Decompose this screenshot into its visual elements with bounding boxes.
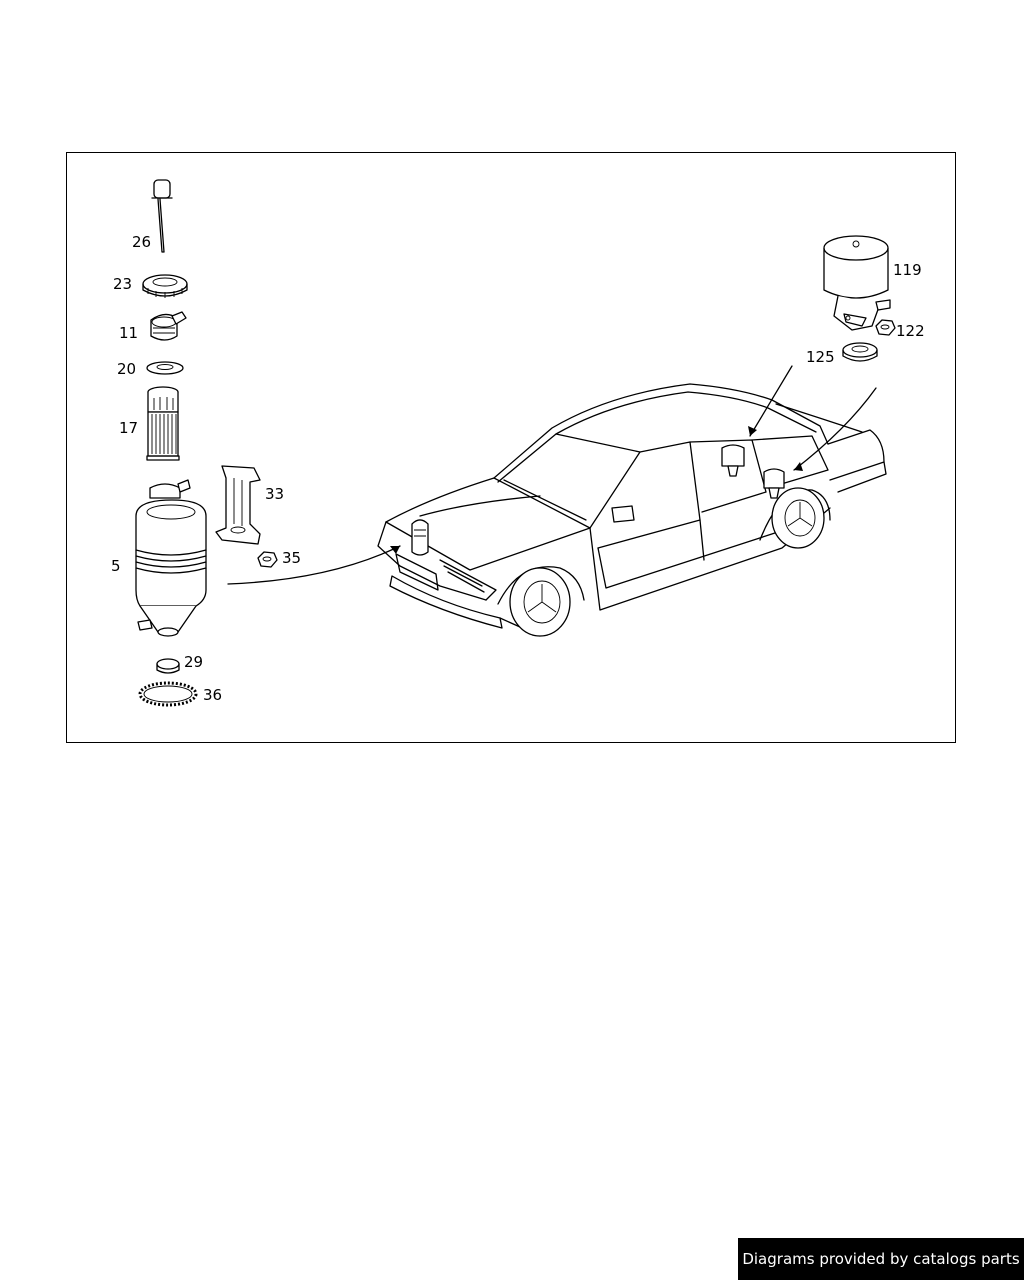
part-33-bracket [215,465,261,545]
part-23-ring-nut [142,274,188,298]
part-29-grommet [156,658,180,674]
part-5-pump [135,479,207,637]
callout-36: 36 [203,686,222,704]
leader-lines [227,365,877,585]
part-119-reservoir [823,235,891,331]
callout-125: 125 [806,348,835,366]
callout-11: 11 [119,324,138,342]
callout-17: 17 [119,419,138,437]
callout-122: 122 [896,322,925,340]
callout-5: 5 [111,557,121,575]
attribution-banner: Diagrams provided by catalogs parts [738,1238,1024,1280]
callout-119: 119 [893,261,922,279]
callout-33: 33 [265,485,284,503]
part-35-nut [257,551,278,568]
part-122-nut [875,319,896,336]
callout-20: 20 [117,360,136,378]
callout-29: 29 [184,653,203,671]
callout-35: 35 [282,549,301,567]
part-36-clamp-ring [138,681,198,707]
diagram-frame [66,152,956,743]
part-17-filter [146,386,180,461]
part-20-washer [146,361,184,375]
callout-26: 26 [132,233,151,251]
part-11-fitting [150,311,187,341]
part-125-grommet [842,342,878,362]
callout-23: 23 [113,275,132,293]
car-illustration [377,383,887,637]
part-26-dipstick [151,179,173,253]
